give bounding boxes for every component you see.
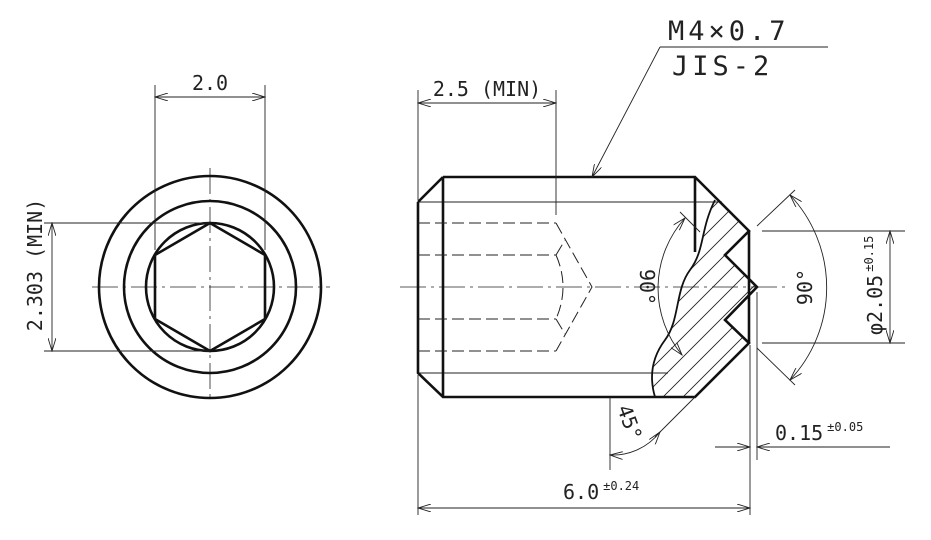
- thread-class-label: JIS-2: [672, 51, 773, 82]
- chamfer-angle-label: 45°: [612, 402, 647, 444]
- inner-angle-label: 90°: [635, 269, 659, 305]
- outer-thread-circle: [97, 174, 323, 400]
- point-flat-label: 0.15±0.05: [775, 420, 863, 445]
- minor-circle: [122, 199, 298, 375]
- thread-spec-label: M4×0.7: [668, 16, 790, 47]
- socket-depth-label: 2.5 (MIN): [433, 77, 541, 101]
- end-view: 2.0 2.303 (MIN): [23, 71, 330, 400]
- thread-leader: [592, 46, 661, 177]
- point-diameter-label: φ2.05±0.15: [862, 236, 887, 335]
- outer-angle-label: 90°: [793, 269, 817, 305]
- length-label: 6.0±0.24: [563, 479, 639, 504]
- side-view: 2.5 (MIN) 6.0±0.24 0.15±0.05 φ2.05±0.15 …: [400, 16, 905, 515]
- hidden-socket-cone: [555, 222, 593, 352]
- break-line: [651, 199, 716, 398]
- hex-width-label: 2.0: [192, 71, 228, 95]
- hex-corner-label: 2.303 (MIN): [23, 199, 47, 331]
- screw-outline: [416, 175, 759, 399]
